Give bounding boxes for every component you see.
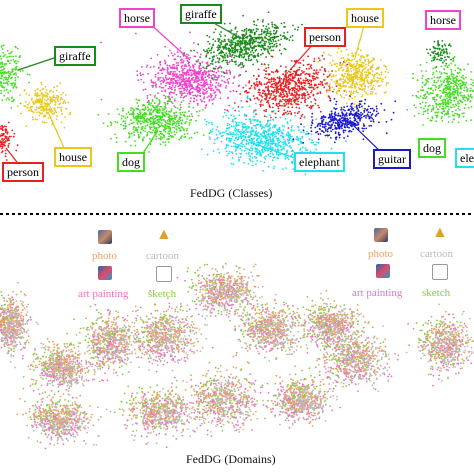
legend-art-painting: art painting: [78, 288, 129, 300]
caption-bottom: FedDG (Domains): [186, 452, 276, 466]
scatter-points: [0, 11, 474, 450]
label-dog-right: dog: [418, 138, 446, 158]
label-house: house: [346, 8, 384, 28]
label-guitar: guitar: [373, 149, 411, 169]
photo-thumbnail-icon: [98, 230, 112, 244]
legend-sketch-right: sketch: [422, 287, 451, 299]
caption-top: FedDG (Classes): [190, 186, 273, 200]
giraffe-sketch-icon: [156, 266, 172, 282]
label-leader-lines: [5, 17, 386, 167]
legend-photo: photo: [92, 250, 118, 262]
giraffe-cartoon-icon-right: ▲: [432, 224, 448, 241]
label-person: person: [304, 27, 346, 47]
legend-cartoon: cartoon: [146, 250, 179, 262]
label-person-left: person: [2, 162, 44, 182]
legend-cartoon-right: cartoon: [420, 248, 453, 260]
label-horse-right: horse: [425, 10, 461, 30]
legend-art-painting-right: art painting: [352, 287, 403, 299]
label-house-left: house: [54, 147, 92, 167]
photo-thumbnail-icon-right: [374, 228, 388, 242]
legend-sketch: sketch: [148, 288, 177, 300]
label-giraffe-left: giraffe: [54, 46, 96, 66]
label-giraffe: giraffe: [180, 4, 222, 24]
label-elephant-right: ele: [455, 148, 474, 168]
giraffe-cartoon-icon: ▲: [156, 226, 172, 243]
label-horse: horse: [119, 8, 155, 28]
art-painting-thumbnail-icon: [98, 266, 112, 280]
giraffe-sketch-icon-right: [432, 264, 448, 280]
label-dog: dog: [117, 152, 145, 172]
label-elephant: elephant: [294, 152, 345, 172]
art-painting-thumbnail-icon-right: [376, 264, 390, 278]
legend-photo-right: photo: [368, 248, 394, 260]
